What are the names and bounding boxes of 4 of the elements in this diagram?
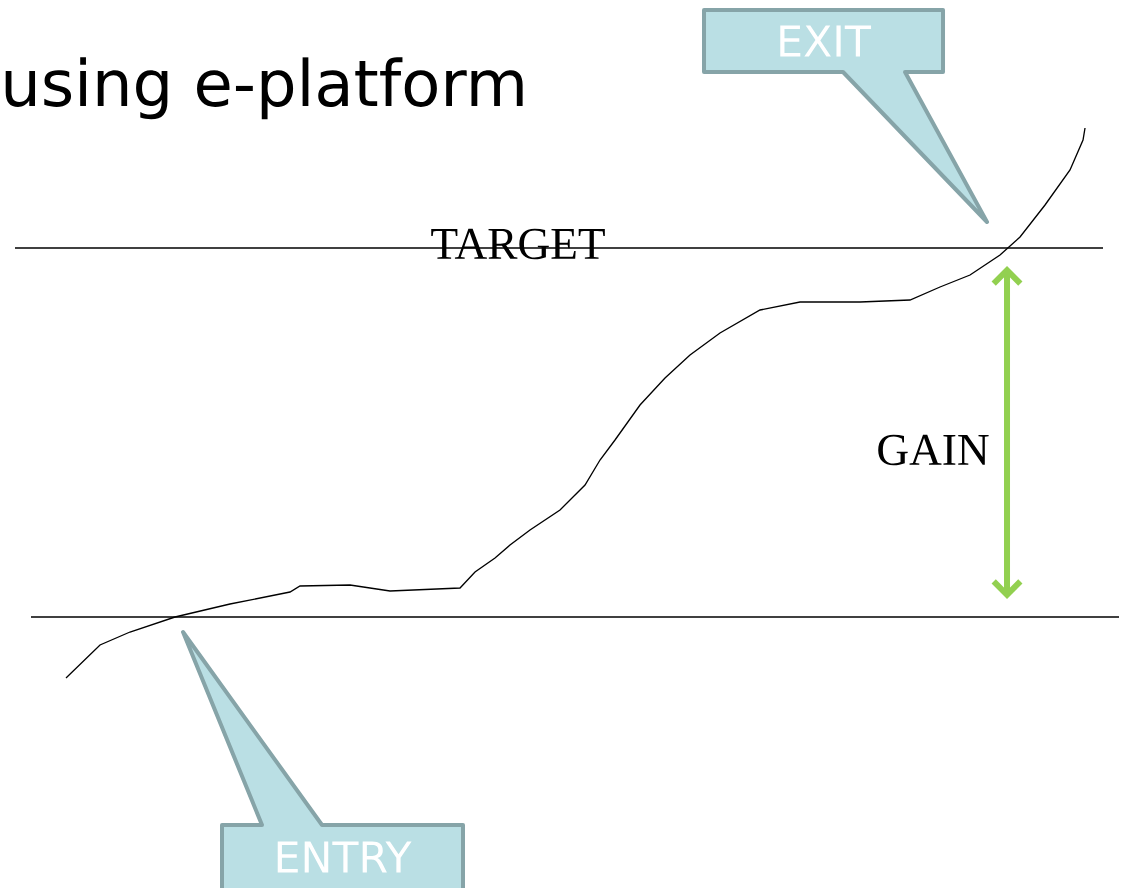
title: using e-platform xyxy=(5,57,523,120)
callout-box: ENTRY xyxy=(181,630,465,888)
callout-box: EXIT xyxy=(702,8,989,224)
label: GAIN xyxy=(878,434,989,466)
